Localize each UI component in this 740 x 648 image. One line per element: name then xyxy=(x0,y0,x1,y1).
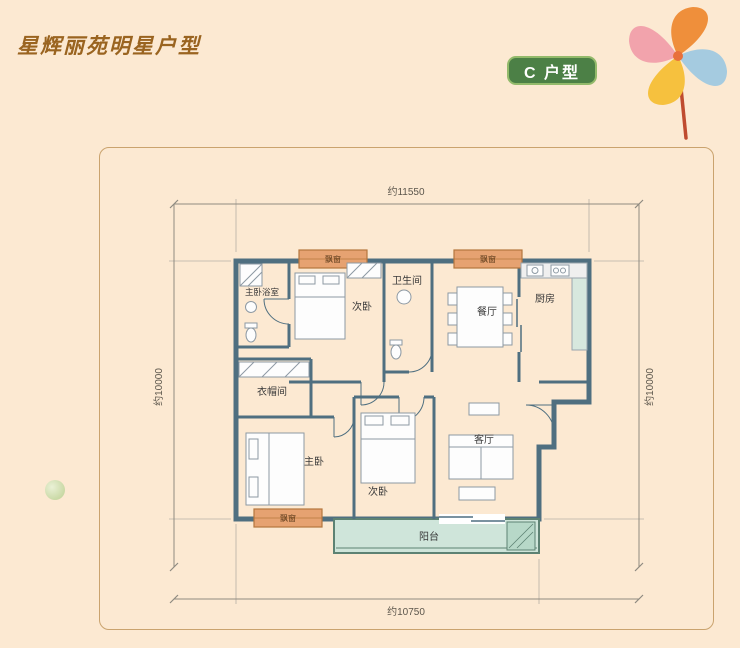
room-label-balcony: 阳台 xyxy=(419,530,439,543)
shower-icon xyxy=(239,263,263,287)
room-label-bathroom: 卫生间 xyxy=(392,274,422,287)
bay-window: 飘窗 xyxy=(253,508,323,528)
dining-table-icon xyxy=(447,286,513,348)
bay-window-label: 飘窗 xyxy=(325,254,341,264)
pinwheel-icon xyxy=(629,7,727,140)
room-label-bedroom-bottom: 次卧 xyxy=(368,485,388,498)
room-label-dining: 餐厅 xyxy=(477,305,497,318)
bed-icon xyxy=(294,272,346,340)
bay-window: 飘窗 xyxy=(453,249,523,269)
wardrobe-icon xyxy=(346,262,382,279)
dim-bottom: 约10750 xyxy=(387,605,425,618)
bay-window-label: 飘窗 xyxy=(480,254,496,264)
coffee-table-icon xyxy=(458,486,496,501)
bed-icon xyxy=(245,432,305,506)
bed-icon xyxy=(360,412,416,484)
bay-windows: 飘窗 飘窗 飘窗 xyxy=(253,249,523,528)
furniture xyxy=(238,262,588,506)
dim-top: 约11550 xyxy=(387,185,425,198)
bay-window-label: 飘窗 xyxy=(280,513,296,523)
wardrobe-icon xyxy=(238,361,310,378)
room-labels: 主卧浴室 次卧 卫生间 餐厅 厨房 衣帽间 主卧 次卧 客厅 阳台 xyxy=(245,274,555,543)
basin-icon xyxy=(245,301,257,313)
balcony-sliding-door xyxy=(439,514,505,524)
decorative-dot xyxy=(45,480,65,500)
balcony-area xyxy=(333,518,540,554)
page-title: 星辉丽苑明星户型 xyxy=(17,34,201,58)
room-label-bedroom-top: 次卧 xyxy=(352,300,372,313)
door-swings xyxy=(263,298,555,438)
floor-plan: 约11550 约10000 约10000 约10750 xyxy=(152,185,656,618)
room-label-kitchen: 厨房 xyxy=(535,292,555,305)
kitchen-counter xyxy=(520,262,588,351)
dim-right: 约10000 xyxy=(643,368,656,406)
sofa-icon xyxy=(448,434,514,480)
room-label-closet: 衣帽间 xyxy=(257,385,287,398)
unit-type-badge: C 户型 xyxy=(507,56,597,85)
interior-walls xyxy=(236,261,589,519)
tv-cabinet-icon xyxy=(468,402,500,416)
apartment-shell xyxy=(233,258,592,554)
fridge-icon xyxy=(571,277,588,351)
toilet-icon xyxy=(389,339,403,360)
plan-frame xyxy=(99,147,714,630)
room-label-master-bath: 主卧浴室 xyxy=(245,287,280,297)
pinwheel-blades xyxy=(629,7,727,105)
room-label-master: 主卧 xyxy=(304,455,324,468)
dim-left: 约10000 xyxy=(152,368,165,406)
basin-icon xyxy=(396,289,412,305)
toilet-icon xyxy=(244,322,258,343)
dimension-annotations: 约11550 约10000 约10000 约10750 xyxy=(152,185,656,618)
room-label-living: 客厅 xyxy=(474,433,494,446)
